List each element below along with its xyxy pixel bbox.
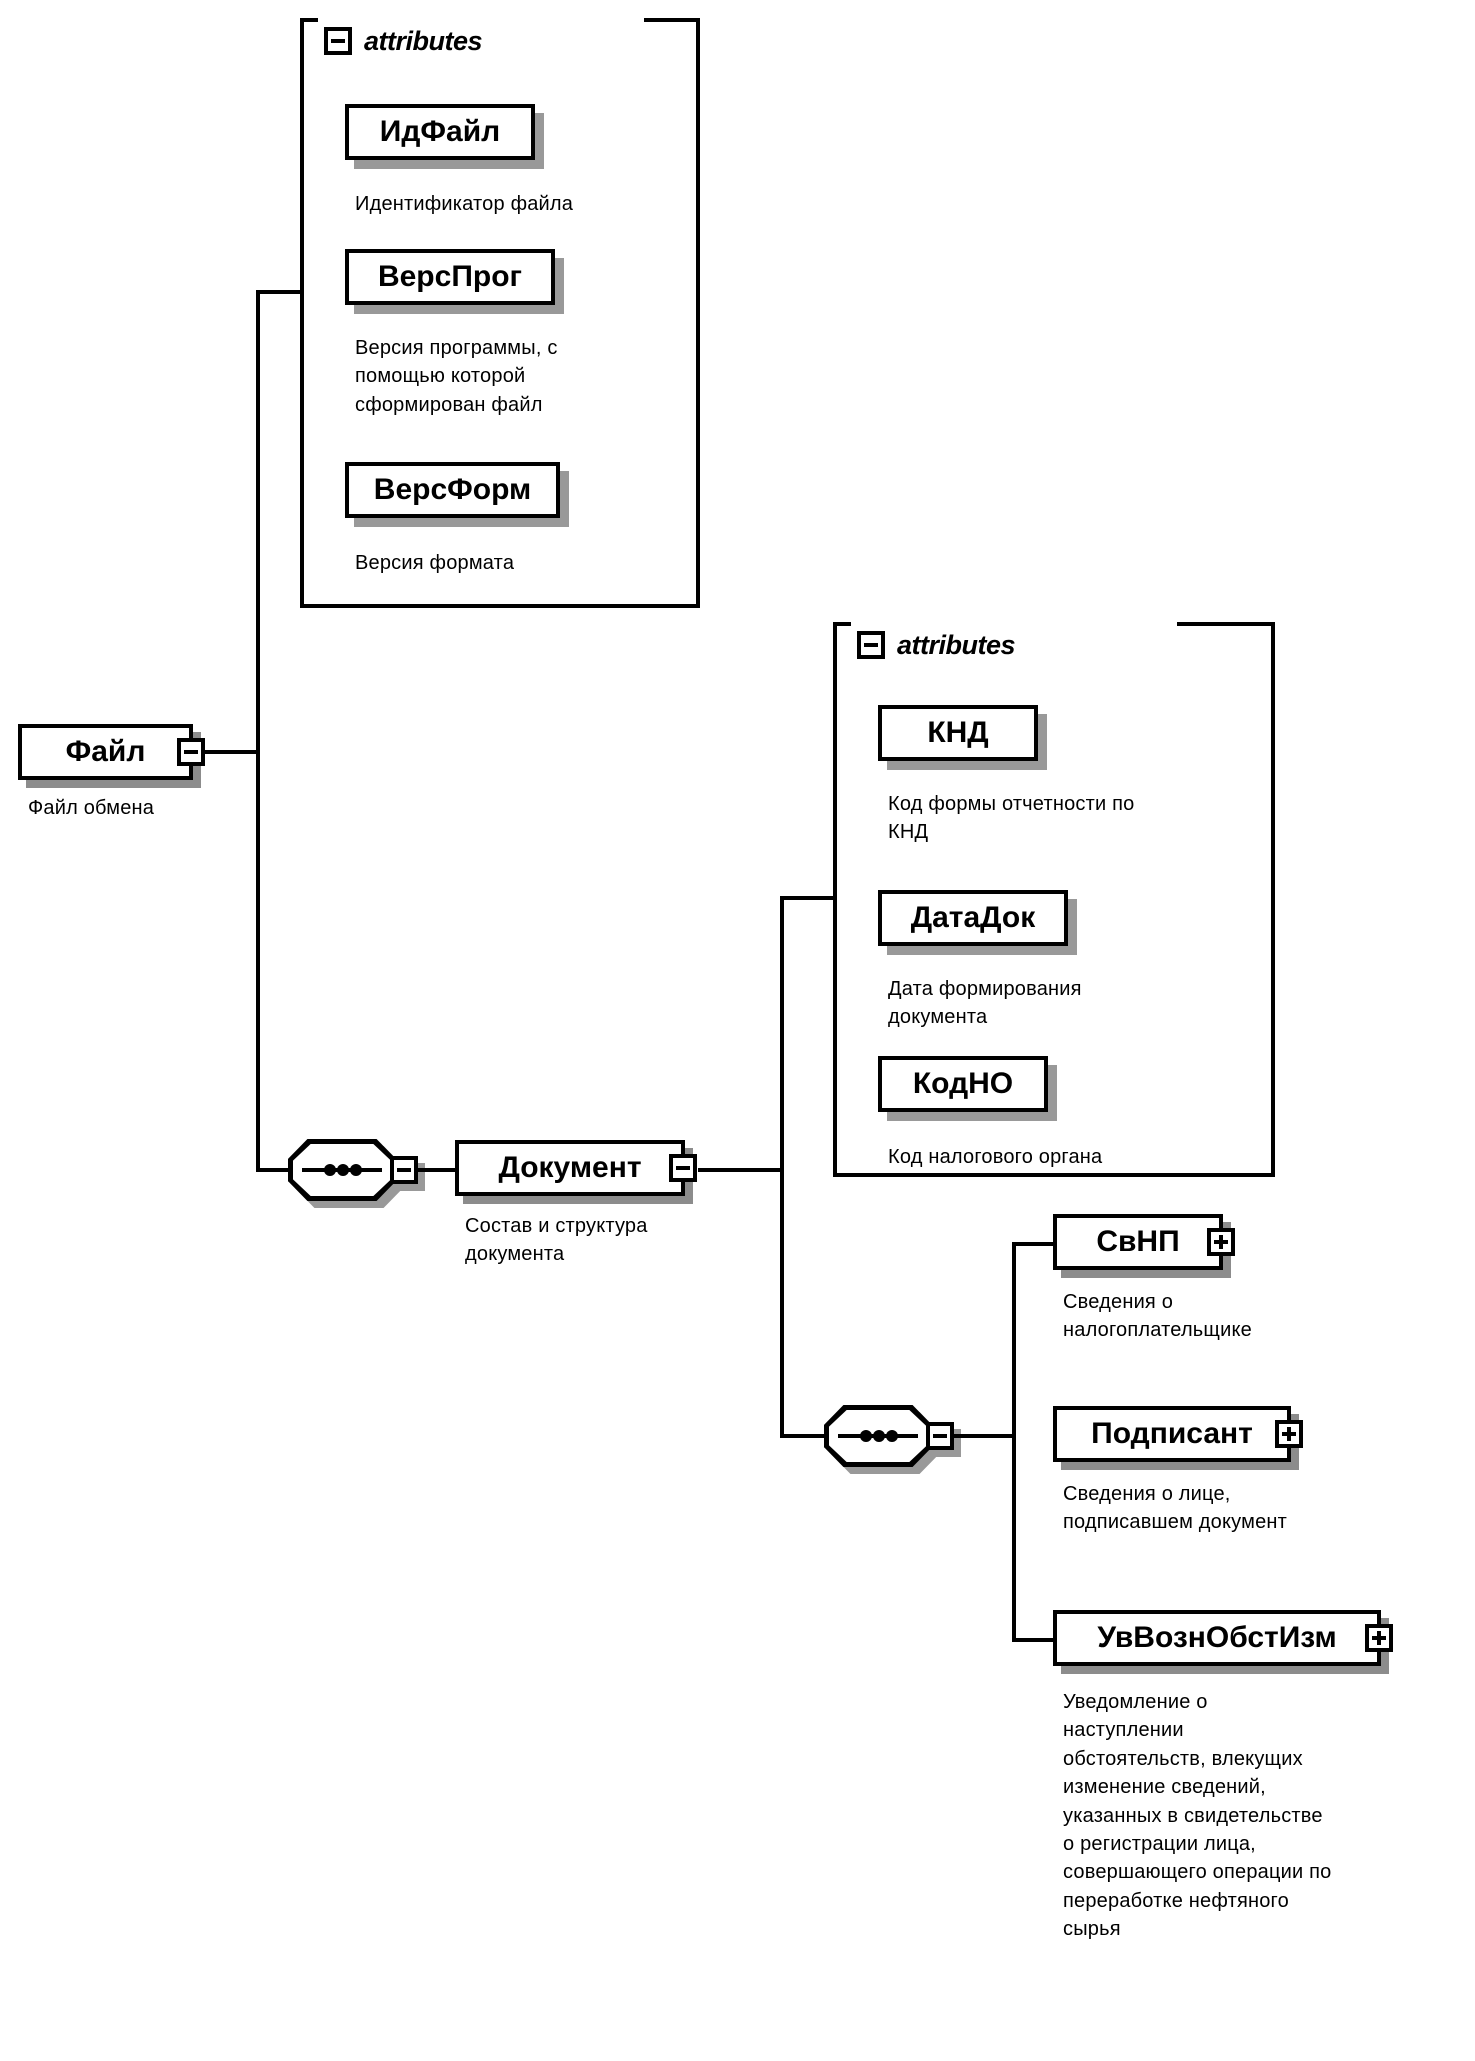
element-label: УвВознОбстИзм [1097, 1621, 1337, 1654]
attribute-label: ДатаДок [910, 901, 1036, 934]
connector-line [780, 896, 836, 900]
connector-line [256, 1168, 290, 1172]
element-label: Файл [65, 735, 146, 768]
attributes-label: attributes [364, 25, 483, 56]
attribute-node-kodno[interactable]: КодНО [878, 1056, 1048, 1112]
expand-plus-icon[interactable] [1207, 1228, 1235, 1256]
attribute-caption-versform: Версия формата [355, 552, 515, 574]
element-caption-podpisant: Сведения о лице, подписавшем документ [1063, 1483, 1288, 1534]
attribute-label: КНД [927, 716, 989, 749]
connector-line [1012, 1638, 1056, 1642]
element-caption-dokument: Состав и структура документа [465, 1215, 648, 1266]
attribute-caption-versprog: Версия программы, с помощью которой сфор… [355, 337, 558, 416]
connector-line [418, 1168, 458, 1172]
connector-line [954, 1434, 1016, 1438]
connector-line [780, 898, 784, 1438]
attribute-label: ИдФайл [379, 115, 501, 148]
attribute-caption-kodno: Код налогового органа [888, 1146, 1103, 1168]
expand-plus-icon[interactable] [1365, 1624, 1393, 1652]
expand-plus-icon[interactable] [1275, 1420, 1303, 1448]
connector-line [780, 1434, 826, 1438]
collapse-minus-icon[interactable] [324, 27, 352, 55]
element-caption-svnp: Сведения о налогоплательщике [1063, 1291, 1252, 1342]
attribute-node-versprog[interactable]: ВерсПрог [345, 249, 555, 305]
sequence-compositor-2[interactable] [824, 1405, 954, 1467]
attributes-label: attributes [897, 629, 1016, 660]
panel-notch [344, 16, 644, 26]
collapse-minus-icon[interactable] [926, 1422, 954, 1450]
element-node-uvvoznobstizm[interactable]: УвВознОбстИзм [1053, 1610, 1393, 1666]
connector-line [1012, 1244, 1016, 1642]
attribute-node-versform[interactable]: ВерсФорм [345, 462, 560, 518]
connector-line [1012, 1242, 1056, 1246]
element-node-podpisant[interactable]: Подписант [1053, 1406, 1303, 1462]
element-label: Документ [498, 1151, 642, 1184]
connector-line [698, 1168, 784, 1172]
sequence-compositor-1[interactable] [288, 1139, 418, 1201]
attribute-node-datadok[interactable]: ДатаДок [878, 890, 1068, 946]
collapse-minus-icon[interactable] [390, 1156, 418, 1184]
element-node-fail[interactable]: Файл [18, 724, 205, 780]
attribute-label: ВерсФорм [373, 473, 532, 506]
attribute-node-knd[interactable]: КНД [878, 705, 1038, 761]
connector-line [256, 292, 260, 1170]
file-attributes-header[interactable]: attributes [318, 18, 489, 64]
connector-line [256, 290, 304, 294]
element-caption-uvvoznobstizm: Уведомление о наступлении обстоятельств,… [1063, 1691, 1332, 1941]
attribute-label: ВерсПрог [377, 260, 523, 293]
element-label: СвНП [1096, 1225, 1180, 1258]
sequence-dots-icon [302, 1164, 382, 1176]
connector-line [205, 750, 260, 754]
collapse-minus-icon[interactable] [857, 631, 885, 659]
attribute-node-idfail[interactable]: ИдФайл [345, 104, 535, 160]
attribute-label: КодНО [912, 1067, 1014, 1100]
element-label: Подписант [1091, 1417, 1253, 1450]
attribute-caption-knd: Код формы отчетности по КНД [888, 793, 1135, 844]
element-node-svnp[interactable]: СвНП [1053, 1214, 1235, 1270]
element-caption-fail: Файл обмена [28, 797, 155, 819]
element-node-dokument[interactable]: Документ [455, 1140, 697, 1196]
attribute-caption-idfail: Идентификатор файла [355, 193, 574, 215]
panel-notch [877, 620, 1177, 630]
attribute-caption-datadok: Дата формирования документа [888, 978, 1082, 1029]
collapse-minus-icon[interactable] [669, 1154, 697, 1182]
document-attributes-header[interactable]: attributes [851, 622, 1022, 668]
sequence-dots-icon [838, 1430, 918, 1442]
collapse-minus-icon[interactable] [177, 738, 205, 766]
